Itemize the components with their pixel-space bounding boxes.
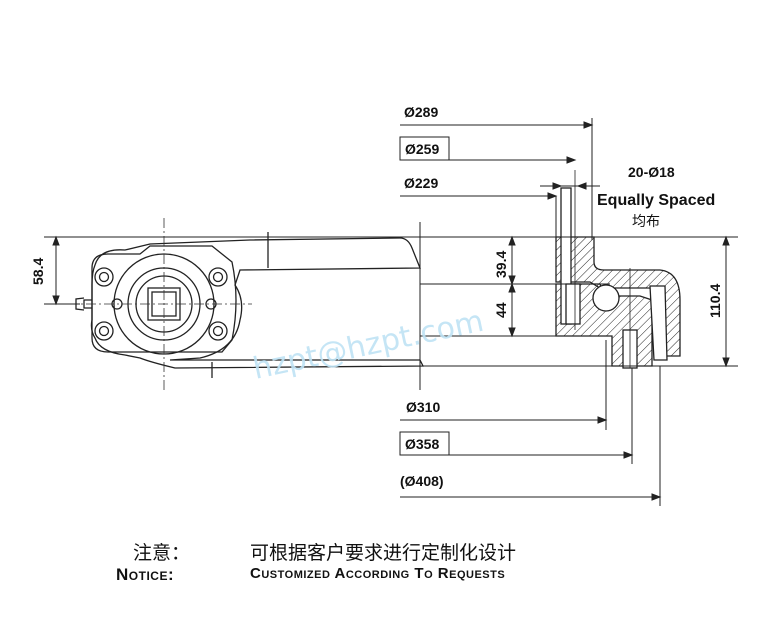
label-310: Ø310 <box>406 399 440 415</box>
label-39-4: 39.4 <box>493 251 509 278</box>
notice-en-text: Customized According To Requests <box>250 565 506 582</box>
center-lines <box>68 218 252 392</box>
bearing-section <box>555 170 681 369</box>
label-408: (Ø408) <box>400 473 444 489</box>
label-equally-spaced-cn: 均布 <box>632 214 660 230</box>
watermark: hzpt@hzpt.com <box>250 304 487 387</box>
section-reference-lines <box>419 222 738 390</box>
dim-vertical <box>508 235 730 368</box>
label-equally-spaced: Equally Spaced <box>597 192 715 209</box>
notice-cn-text: 可根据客户要求进行定制化设计 <box>250 542 517 564</box>
box-358 <box>399 431 450 456</box>
label-58-4: 58.4 <box>30 258 46 285</box>
label-110-4: 110.4 <box>707 284 723 318</box>
label-259: Ø259 <box>405 141 439 157</box>
dim-58-4 <box>44 235 420 306</box>
label-358: Ø358 <box>405 436 439 452</box>
dim-bottom-diameters <box>400 340 662 506</box>
label-holes: 20-Ø18 <box>628 164 675 180</box>
box-259 <box>399 136 450 161</box>
label-289: Ø289 <box>404 104 438 120</box>
label-229: Ø229 <box>404 175 438 191</box>
notice-cn-label: 注意： <box>133 542 191 564</box>
dim-top-diameters <box>400 118 600 240</box>
label-44: 44 <box>493 302 509 318</box>
notice-en-label: Notice: <box>116 565 175 584</box>
